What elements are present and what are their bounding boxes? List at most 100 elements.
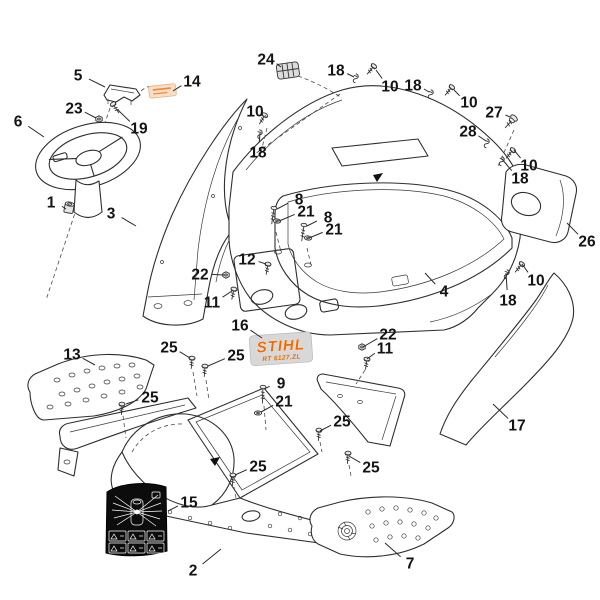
callout-number-8: 8 [295, 192, 304, 209]
nut-part [95, 115, 103, 123]
callout-number-10: 10 [381, 79, 398, 96]
leader-line-10 [513, 149, 521, 159]
callout-number-15: 15 [180, 495, 198, 512]
leader-line-28 [478, 135, 487, 142]
callout-number-18: 18 [327, 63, 345, 80]
callout-number-6: 6 [14, 114, 23, 131]
screw-part [362, 356, 371, 371]
leader-line-3 [121, 217, 137, 227]
small-sticker [148, 83, 177, 99]
hood-cover [228, 85, 525, 336]
leader-line-5 [88, 78, 106, 88]
stihl-model-label: STIHL RT 6127.ZL [248, 331, 314, 367]
safety-label-pictograms [108, 530, 165, 554]
leader-line-16 [250, 329, 263, 339]
callout-number-22: 22 [191, 267, 208, 284]
leader-line-8 [276, 202, 289, 210]
bushing-part [63, 200, 75, 215]
screw-part [344, 450, 352, 465]
washer-part [253, 410, 263, 416]
leader-line-4 [424, 272, 436, 285]
leader-line-10 [521, 263, 529, 273]
callout-number-10: 10 [460, 95, 477, 112]
screwL-part [501, 113, 519, 131]
callout-number-25: 25 [141, 390, 159, 407]
mat-dimples [46, 362, 144, 410]
leader-line-13 [82, 357, 96, 366]
callout-number-26: 26 [578, 234, 596, 251]
right-footwell-channel [316, 373, 406, 447]
leader-line-10 [453, 89, 460, 97]
callout-number-18: 18 [404, 78, 422, 95]
nut-part [358, 343, 366, 351]
leader-line-27 [505, 114, 511, 118]
callout-number-22: 22 [379, 327, 396, 344]
safety-label-schematic [111, 491, 163, 527]
leader-line-18 [501, 158, 513, 172]
leader-line-17 [492, 403, 509, 419]
leader-line-6 [27, 125, 45, 138]
screw-part [364, 62, 378, 77]
clip-part [350, 72, 361, 84]
right-fender [439, 272, 575, 446]
callout-number-4: 4 [440, 284, 449, 301]
washer-part [303, 234, 313, 242]
callout-number-17: 17 [508, 418, 525, 435]
leader-line-10 [375, 69, 383, 79]
cylinder-part [275, 61, 301, 80]
callout-number-10: 10 [246, 104, 263, 121]
callout-number-18: 18 [511, 171, 529, 188]
mat-emblem [337, 521, 357, 541]
leader-line-1 [61, 205, 67, 210]
leader-line-18 [346, 73, 355, 78]
callout-number-2: 2 [189, 563, 198, 580]
callout-number-16: 16 [231, 318, 249, 335]
label-plate [248, 331, 314, 367]
leader-line-11 [222, 290, 233, 298]
callout-number-3: 3 [107, 206, 116, 223]
callout-number-11: 11 [377, 341, 394, 358]
callout-number-11: 11 [204, 295, 221, 312]
callout-number-25: 25 [160, 340, 178, 357]
screw-part [200, 363, 209, 378]
callout-number-10: 10 [527, 273, 544, 290]
leader-line-25 [179, 351, 191, 359]
callout-number-13: 13 [63, 347, 81, 364]
right-step-mat [309, 496, 455, 558]
leader-line-21 [260, 404, 274, 413]
steering-wheel [35, 121, 141, 219]
callout-number-18: 18 [499, 293, 517, 310]
leader-line-22 [211, 273, 225, 276]
leader-line-21 [308, 231, 323, 239]
leader-line-21 [278, 214, 295, 222]
callout-number-21: 21 [275, 394, 293, 411]
screw-part [512, 260, 526, 275]
leader-line-18 [505, 272, 508, 291]
leader-line-25 [319, 424, 332, 432]
leader-line-25 [207, 358, 226, 367]
leader-line-18 [258, 132, 261, 143]
orientation-arrow [210, 457, 220, 466]
leader-line-23 [84, 111, 97, 119]
callout-number-10: 10 [520, 158, 537, 175]
callout-number-28: 28 [459, 124, 477, 141]
callout-number-9: 9 [277, 376, 286, 393]
callout-number-19: 19 [130, 121, 148, 138]
leader-line-11 [366, 352, 376, 360]
callout-number-18: 18 [249, 145, 267, 162]
stihl-logo-text: STIHL [256, 336, 305, 356]
callout-number-25: 25 [249, 459, 267, 476]
screw-part [228, 286, 238, 301]
leader-line-18 [423, 88, 430, 93]
callout-number-21: 21 [297, 204, 315, 221]
leader-line-7 [384, 542, 401, 558]
callout-number-14: 14 [183, 74, 201, 91]
side-cover [497, 129, 578, 244]
callout-number-25: 25 [227, 348, 245, 365]
leader-line-25 [125, 399, 139, 405]
callout-number-7: 7 [406, 556, 415, 573]
callout-number-25: 25 [362, 460, 380, 477]
assembly-axis-lines [122, 127, 366, 499]
